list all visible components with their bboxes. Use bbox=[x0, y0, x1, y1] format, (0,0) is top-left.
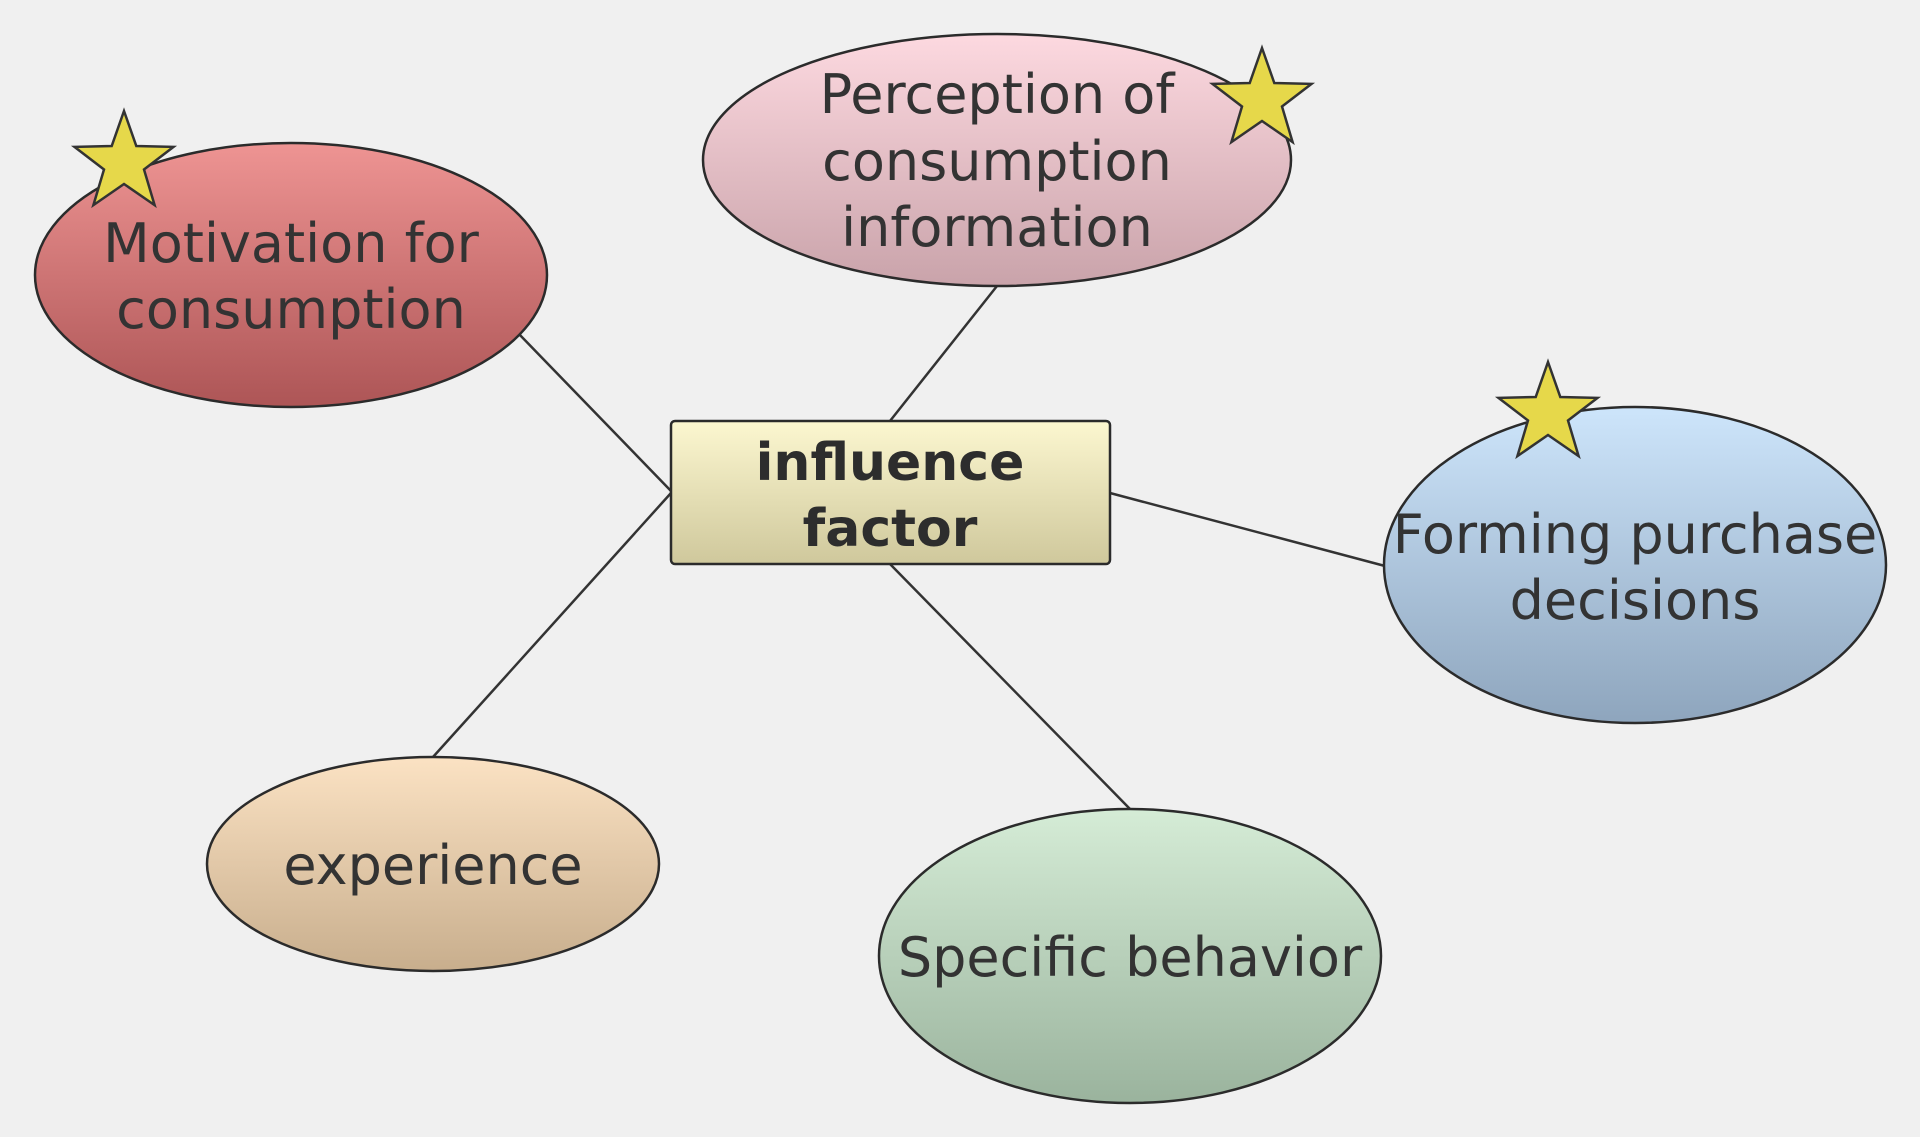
connector-forming bbox=[1109, 491, 1386, 568]
node-experience-ellipse bbox=[205, 755, 661, 973]
node-motivation-ellipse bbox=[33, 141, 549, 409]
stars bbox=[70, 44, 1602, 460]
node-center[interactable]: influence factor bbox=[669, 419, 1112, 566]
node-perception-line1: Perception of bbox=[820, 63, 1177, 126]
connector-experience bbox=[432, 492, 672, 758]
connector-motivation bbox=[517, 332, 672, 492]
connector-behavior bbox=[889, 563, 1131, 810]
node-behavior-line1: Specific behavior bbox=[898, 926, 1363, 989]
node-center-line2: factor bbox=[803, 499, 978, 559]
node-experience-line1: experience bbox=[283, 834, 582, 897]
node-behavior-ellipse bbox=[877, 807, 1383, 1105]
star-icon bbox=[1208, 44, 1316, 146]
node-perception-line3: information bbox=[841, 196, 1153, 259]
star-icon bbox=[1494, 358, 1602, 460]
node-center-line1: influence bbox=[756, 433, 1025, 493]
star-icon bbox=[70, 107, 178, 209]
node-behavior[interactable]: Specific behavior bbox=[877, 807, 1383, 1105]
node-perception-line2: consumption bbox=[822, 130, 1172, 193]
connectors bbox=[432, 285, 1386, 810]
connector-perception bbox=[889, 285, 998, 422]
node-center-box bbox=[669, 419, 1112, 566]
node-perception-ellipse bbox=[701, 32, 1293, 288]
node-forming[interactable]: Forming purchase decisions bbox=[1382, 405, 1888, 725]
node-experience[interactable]: experience bbox=[205, 755, 661, 973]
node-forming-ellipse bbox=[1382, 405, 1888, 725]
node-motivation[interactable]: Motivation for consumption bbox=[33, 141, 549, 409]
node-forming-line2: decisions bbox=[1510, 569, 1761, 632]
node-forming-line1: Forming purchase bbox=[1393, 503, 1878, 566]
node-perception[interactable]: Perception of consumption information bbox=[701, 32, 1293, 288]
node-motivation-line1: Motivation for bbox=[103, 212, 480, 275]
node-motivation-line2: consumption bbox=[116, 278, 466, 341]
